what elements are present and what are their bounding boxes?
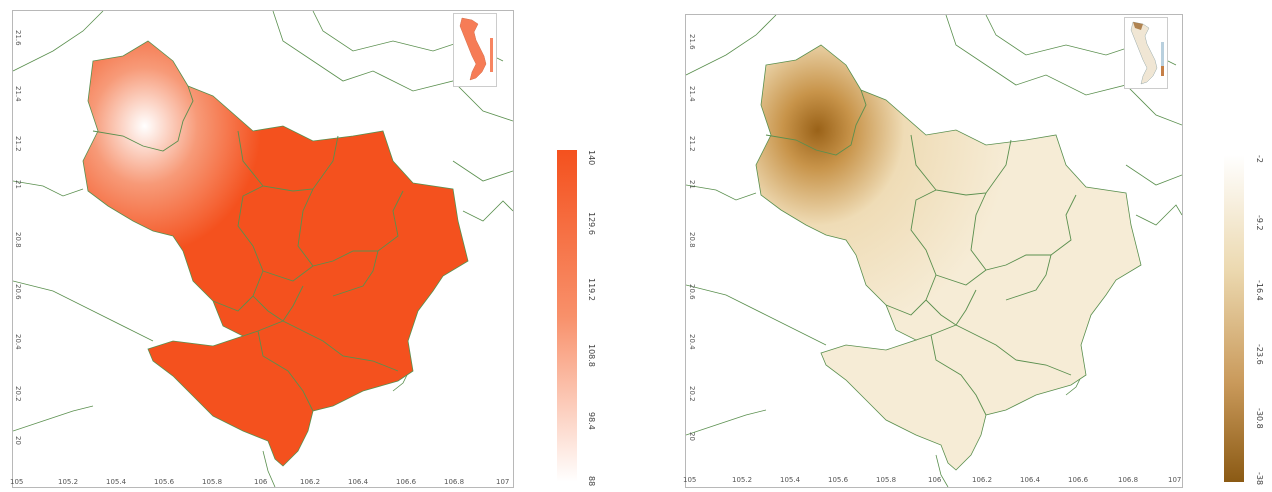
left-colorbar-label-1: 129.6 [587, 212, 596, 235]
right-x-tick-2: 105.4 [780, 476, 801, 484]
left-colorbar-label-4: 98.4 [587, 412, 596, 430]
right-x-tick-10: 107 [1168, 476, 1182, 484]
right-x-tick-5: 106 [928, 476, 942, 484]
right-x-tick-7: 106.4 [1020, 476, 1041, 484]
left-y-tick-1: 21.4 [14, 86, 22, 102]
right-y-tick-5: 20.6 [688, 284, 696, 300]
left-x-tick-1: 105.2 [58, 478, 79, 486]
left-x-tick-2: 105.4 [106, 478, 127, 486]
left-y-tick-4: 20.8 [14, 232, 22, 248]
left-inset-map [453, 13, 497, 87]
right-map-svg [686, 15, 1182, 487]
left-colorbar-label-0: 140 [587, 150, 596, 166]
right-background-borders [686, 15, 1182, 487]
right-y-tick-4: 20.8 [688, 232, 696, 248]
left-province-borders [92, 85, 404, 412]
left-x-tick-5: 106 [254, 478, 268, 486]
right-y-tick-8: 20 [688, 432, 696, 441]
left-map-frame [12, 10, 514, 488]
right-x-tick-0: 105 [683, 476, 697, 484]
right-colorbar-label-3: -23.6 [1255, 344, 1264, 365]
left-x-tick-3: 105.6 [154, 478, 175, 486]
right-y-tick-1: 21.4 [688, 86, 696, 102]
left-y-tick-5: 20.6 [14, 284, 22, 300]
right-x-tick-8: 106.6 [1068, 476, 1089, 484]
left-x-tick-9: 106.8 [444, 478, 465, 486]
right-colorbar-label-0: -2 [1255, 155, 1264, 163]
left-inset-svg [459, 17, 493, 81]
left-x-tick-0: 105 [10, 478, 24, 486]
right-x-tick-4: 105.8 [876, 476, 897, 484]
right-y-tick-7: 20.2 [688, 386, 696, 402]
left-y-tick-3: 21 [14, 180, 22, 189]
right-x-tick-3: 105.6 [828, 476, 849, 484]
right-inset-map [1124, 17, 1168, 89]
left-colorbar-label-3: 108.8 [587, 344, 596, 367]
left-x-tick-8: 106.6 [396, 478, 417, 486]
right-y-tick-0: 21.6 [688, 34, 696, 50]
left-x-tick-7: 106.4 [348, 478, 369, 486]
right-colorbar-label-2: -16.4 [1255, 280, 1264, 301]
left-colorbar [557, 150, 577, 482]
right-x-tick-9: 106.8 [1118, 476, 1139, 484]
right-colorbar [1224, 155, 1244, 482]
right-colorbar-label-5: -38 [1255, 472, 1264, 486]
left-colorbar-label-2: 119.2 [587, 278, 596, 301]
left-y-tick-2: 21.2 [14, 136, 22, 152]
left-x-tick-10: 107 [496, 478, 510, 486]
left-x-tick-4: 105.8 [202, 478, 223, 486]
right-y-tick-2: 21.2 [688, 136, 696, 152]
left-y-tick-6: 20.4 [14, 334, 22, 350]
right-x-tick-1: 105.2 [732, 476, 753, 484]
right-map-frame [685, 14, 1183, 488]
left-y-tick-8: 20 [14, 436, 22, 445]
right-inset-svg [1130, 21, 1164, 85]
right-y-tick-3: 21 [688, 180, 696, 189]
left-y-tick-7: 20.2 [14, 386, 22, 402]
right-province-borders [765, 89, 1077, 416]
left-heat-region [82, 40, 469, 467]
right-heat-region [755, 44, 1142, 471]
left-x-tick-6: 106.2 [300, 478, 321, 486]
left-colorbar-label-5: 88 [587, 476, 596, 487]
left-map-svg [13, 11, 513, 487]
right-colorbar-label-1: -9.2 [1255, 215, 1264, 231]
left-y-tick-0: 21.6 [14, 30, 22, 46]
right-y-tick-6: 20.4 [688, 334, 696, 350]
right-colorbar-label-4: -30.8 [1255, 408, 1264, 429]
right-x-tick-6: 106.2 [972, 476, 993, 484]
